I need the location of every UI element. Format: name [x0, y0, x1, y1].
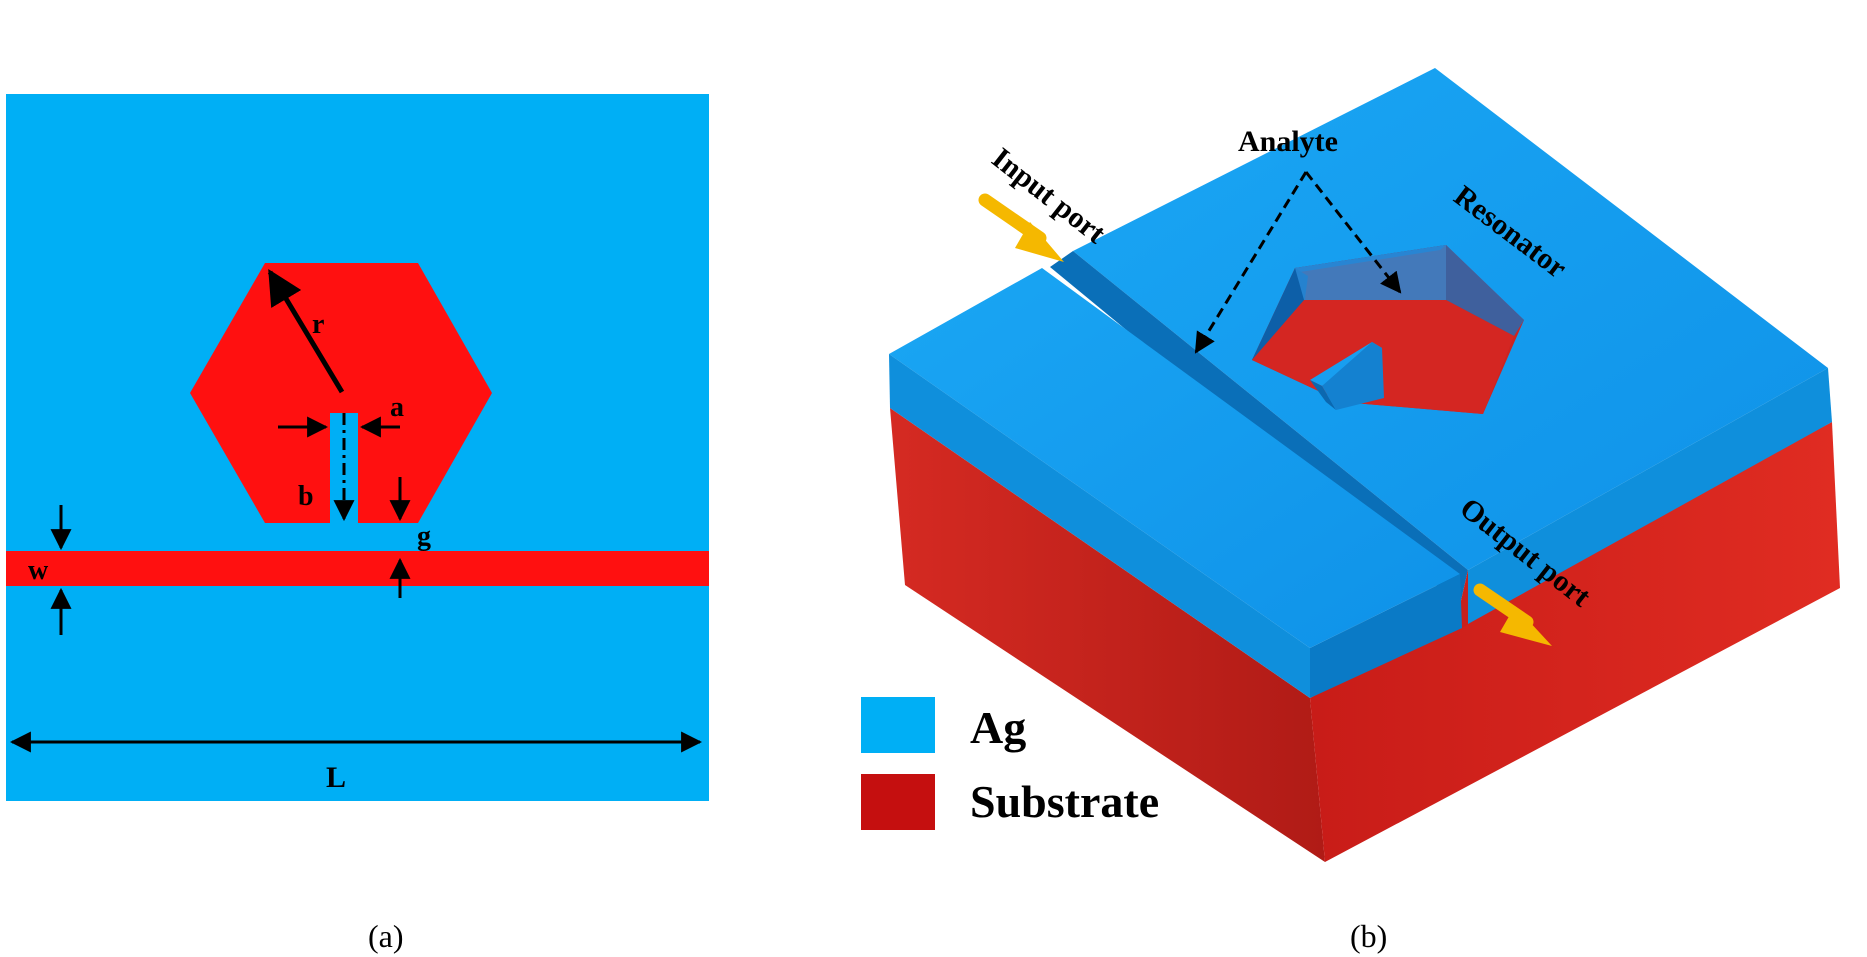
hexagon-resonator [190, 263, 492, 523]
resonator-tab-end [1322, 342, 1384, 410]
g-label: g [417, 521, 431, 552]
legend-swatch-ag [861, 697, 935, 753]
legend-label-substrate: Substrate [970, 776, 1159, 827]
ag-strip-end [1310, 574, 1462, 698]
input-port-label: Input port [986, 142, 1112, 251]
ag-ground-side [1468, 368, 1832, 624]
r-dimension-arrow [267, 268, 345, 394]
feed-line [6, 551, 709, 586]
legend: Ag Substrate [861, 697, 1159, 830]
panel-a: r a b g w L (a) [6, 94, 709, 954]
analyte-arrow-left [1194, 171, 1308, 354]
ag-strip-top [889, 268, 1460, 648]
caption-b: (b) [1350, 918, 1387, 954]
cavity-wall-upper [1295, 245, 1446, 300]
substrate-right-face [1310, 422, 1840, 862]
slot-bottom [1460, 570, 1468, 628]
resonator-tab-side [1310, 380, 1336, 410]
substrate-front-face [890, 408, 1325, 862]
hexagon-cavity [1252, 245, 1524, 414]
legend-swatch-substrate [861, 774, 935, 830]
analyte-label: Analyte [1238, 125, 1338, 158]
b-label: b [298, 481, 314, 512]
ground-plane [6, 94, 709, 801]
panel-b: Analyte Resonator Input port Output port… [861, 68, 1840, 954]
ag-strip-front [889, 354, 1310, 698]
cavity-wall-right [1446, 245, 1524, 336]
output-port-arrow-head [1500, 606, 1552, 646]
a-label: a [390, 392, 404, 423]
L-label: L [326, 761, 346, 794]
r-label: r [312, 309, 324, 340]
caption-a: (a) [368, 918, 404, 954]
analyte-arrow-right [1304, 171, 1402, 294]
legend-label-ag: Ag [970, 702, 1026, 753]
input-port-arrow-head [1015, 222, 1064, 262]
w-label: w [28, 555, 49, 586]
